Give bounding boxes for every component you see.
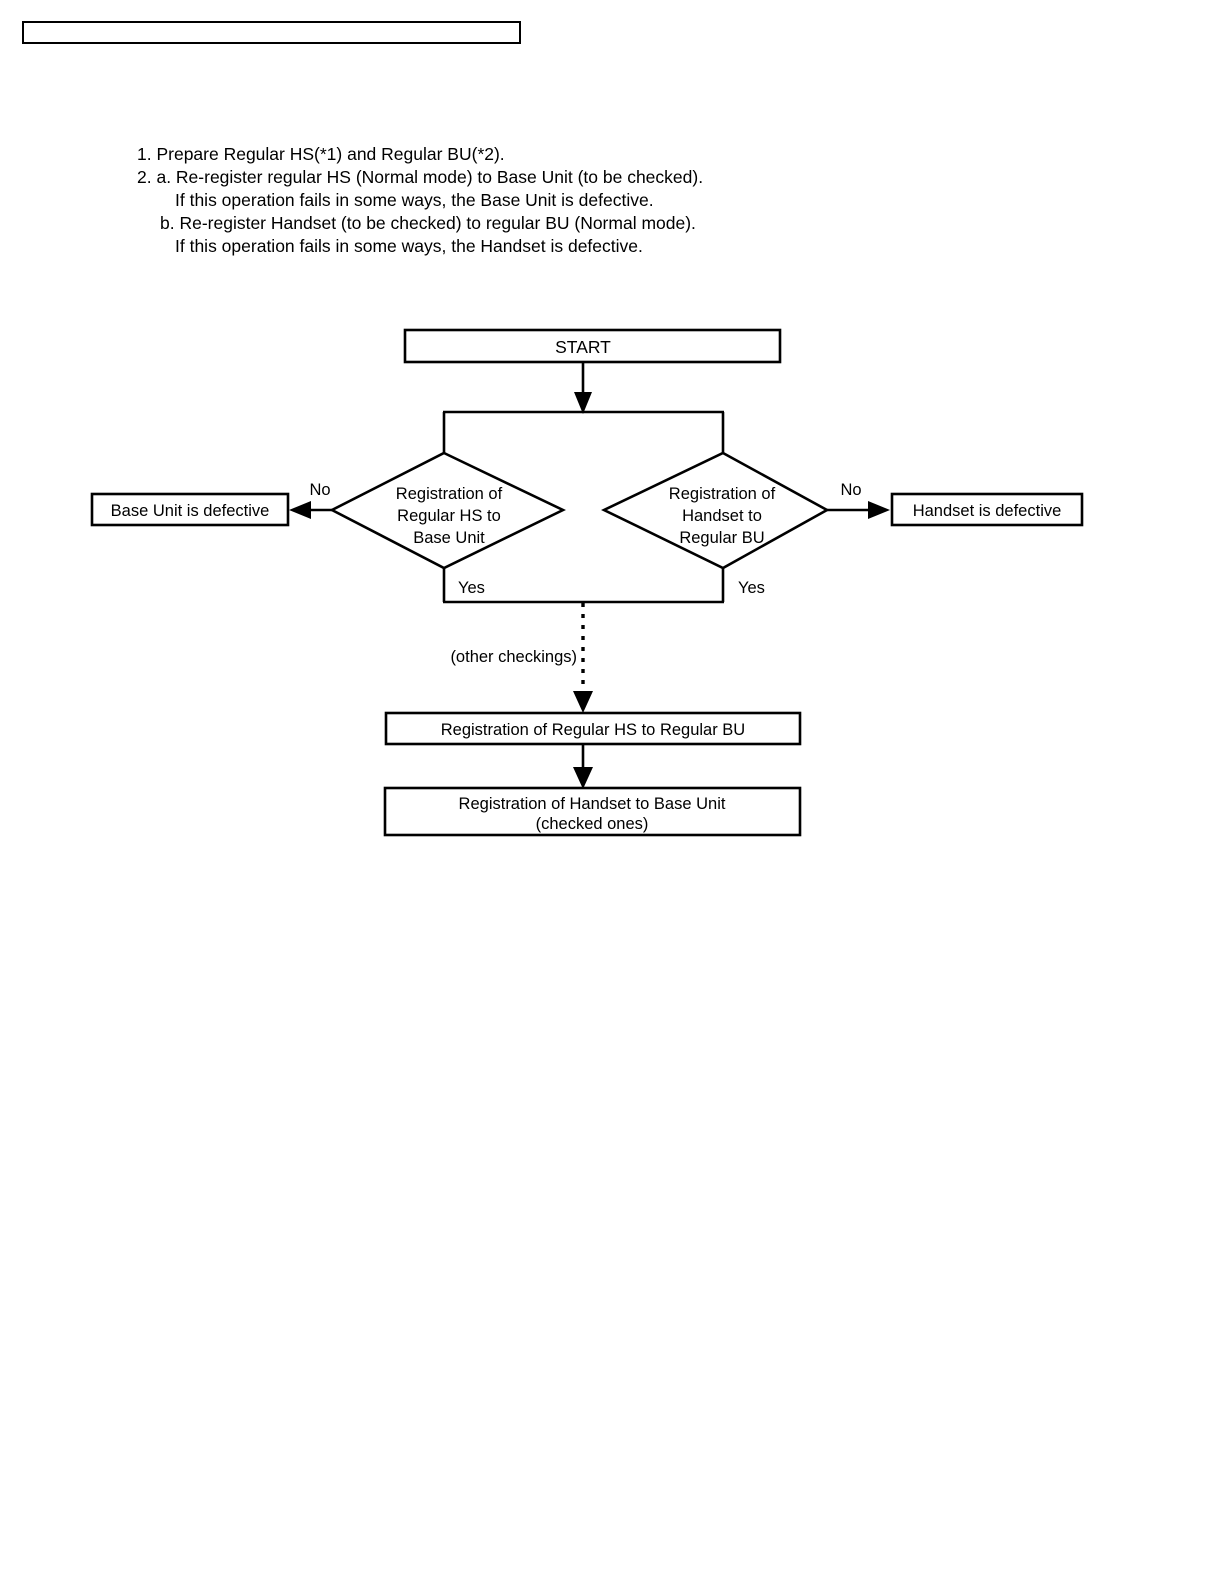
instruction-line-3: If this operation fails in some ways, th… [175,190,654,210]
flow-edge-left-no-label: No [309,481,330,499]
flow-decision-right-line2: Handset to [682,507,762,525]
flow-node-reg-handset-to-base-line2: (checked ones) [536,815,649,833]
flow-node-handset-defective-label: Handset is defective [913,502,1062,520]
flow-decision-right-line1: Registration of [669,485,776,503]
flow-node-reg-hs-to-bu: Registration of Regular HS to Regular BU [384,711,802,746]
arrow-start-to-split [574,362,592,414]
flow-edge-left-no: No [289,481,332,519]
flow-decision-left: Registration of Regular HS to Base Unit [329,451,566,570]
instruction-line-2: 2. a. Re-register regular HS (Normal mod… [137,167,704,187]
arrow-reg-hs-to-handset [573,744,593,789]
flow-edge-other-checkings-label: (other checkings) [450,648,577,666]
instruction-line-1: 1. Prepare Regular HS(*1) and Regular BU… [137,144,505,164]
flow-node-base-unit-defective-label: Base Unit is defective [111,502,270,520]
flow-edge-right-yes-label: Yes [738,579,765,597]
flow-edge-right-no-label: No [840,481,861,499]
flow-edge-left-yes-label: Yes [458,579,485,597]
flow-decision-left-line2: Regular HS to [397,507,501,525]
flow-node-reg-handset-to-base: Registration of Handset to Base Unit (ch… [383,786,802,837]
flow-node-handset-defective: Handset is defective [890,492,1084,527]
flow-edge-right-no: No [827,481,890,519]
header-rule-box [22,21,521,44]
flow-node-reg-hs-to-bu-label: Registration of Regular HS to Regular BU [441,721,745,739]
flow-edge-other-checkings: (other checkings) [450,603,593,713]
flow-decision-left-line1: Registration of [396,485,503,503]
flow-node-reg-handset-to-base-line1: Registration of Handset to Base Unit [459,795,726,813]
flow-node-start: START [403,328,782,364]
flow-split-merge-frame [442,410,725,604]
flow-node-start-label: START [555,337,611,357]
instruction-line-5: If this operation fails in some ways, th… [175,236,643,256]
flow-decision-left-line3: Base Unit [413,529,485,547]
instruction-line-4: b. Re-register Handset (to be checked) t… [160,213,696,233]
flow-decision-right-line3: Regular BU [679,529,764,547]
flow-node-base-unit-defective: Base Unit is defective [90,492,290,527]
flow-decision-right: Registration of Handset to Regular BU [601,451,830,570]
instruction-list: 1. Prepare Regular HS(*1) and Regular BU… [137,143,897,258]
